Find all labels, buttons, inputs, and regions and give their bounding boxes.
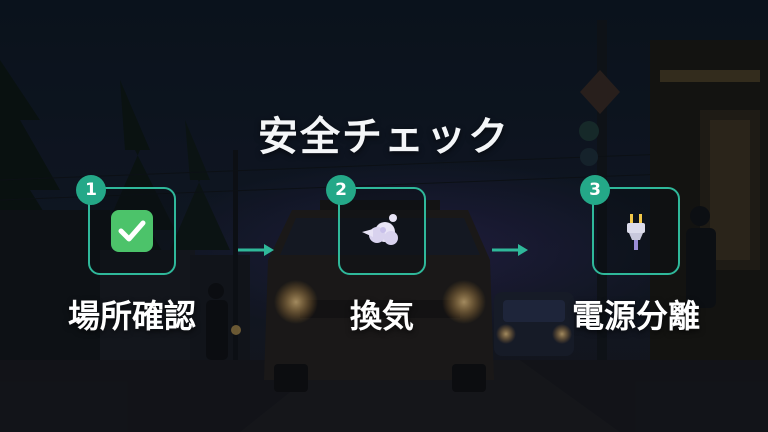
step-icon-box: 1 — [76, 175, 176, 275]
step-number-badge: 1 — [76, 175, 106, 205]
step-icon-box: 2 — [326, 175, 426, 275]
step-location-check: 1 場所確認 — [57, 175, 207, 337]
step-icon-box: 3 — [580, 175, 680, 275]
arrow-right-icon — [492, 244, 528, 256]
step-number-badge: 2 — [326, 175, 356, 205]
step-ventilation: 2 換気 — [307, 175, 457, 337]
page-title: 安全チェック — [258, 114, 510, 160]
step-label: 換気 — [349, 297, 414, 335]
wind-puff-icon — [362, 214, 398, 245]
arrow-right-icon — [238, 244, 274, 256]
step-label: 電源分離 — [571, 297, 700, 335]
step-power-disconnect: 3 電源分離 — [561, 175, 711, 337]
check-mark-icon — [111, 210, 153, 252]
step-label: 場所確認 — [67, 297, 196, 335]
electric-plug-icon — [627, 214, 645, 250]
step-number-badge: 3 — [580, 175, 610, 205]
